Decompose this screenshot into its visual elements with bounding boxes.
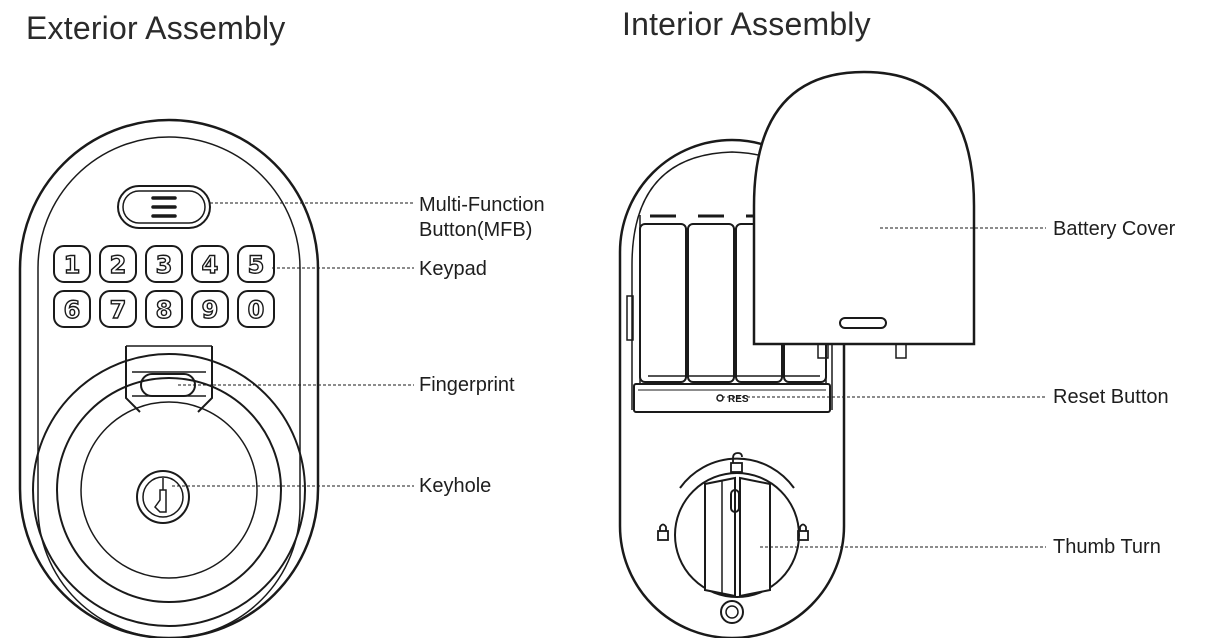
callout-keypad: Keypad [419, 258, 487, 280]
keypad-key-7: 7 [110, 296, 127, 324]
battery-cover [752, 70, 976, 359]
keypad-key-6: 6 [64, 296, 81, 324]
multi-function-button [117, 185, 211, 229]
thumb-turn [674, 457, 800, 598]
callout-keyhole: Keyhole [419, 475, 492, 497]
locked-padlock-icon-left [657, 523, 669, 541]
callout-mfb-line2: Button(MFB) [419, 219, 533, 241]
reset-marking: RES [728, 394, 749, 405]
unlocked-padlock-icon [730, 452, 743, 473]
locked-padlock-icon-right [797, 523, 809, 541]
keypad-key-3: 3 [156, 251, 173, 279]
callout-thumb-turn: Thumb Turn [1053, 536, 1161, 558]
leader-lines [172, 202, 1046, 548]
interior-assembly-title: Interior Assembly [622, 6, 871, 42]
exterior-assembly-title: Exterior Assembly [26, 10, 286, 46]
keypad-key-2: 2 [110, 251, 127, 279]
exterior-lock-body [18, 118, 320, 638]
keypad [53, 245, 275, 328]
keypad-key-8: 8 [156, 296, 173, 324]
keypad-key-1: 1 [64, 251, 81, 279]
callout-reset-button: Reset Button [1053, 386, 1169, 408]
keyhole [136, 470, 190, 524]
callout-fingerprint: Fingerprint [419, 374, 515, 396]
keypad-key-9: 9 [202, 296, 219, 324]
callout-mfb-line1: Multi-Function [419, 194, 545, 216]
reset-bar [633, 383, 831, 413]
callout-battery-cover: Battery Cover [1053, 218, 1176, 240]
keypad-key-5: 5 [248, 251, 265, 279]
bottom-screw [720, 600, 744, 624]
keypad-key-0: 0 [248, 296, 265, 324]
keypad-key-4: 4 [202, 251, 219, 279]
